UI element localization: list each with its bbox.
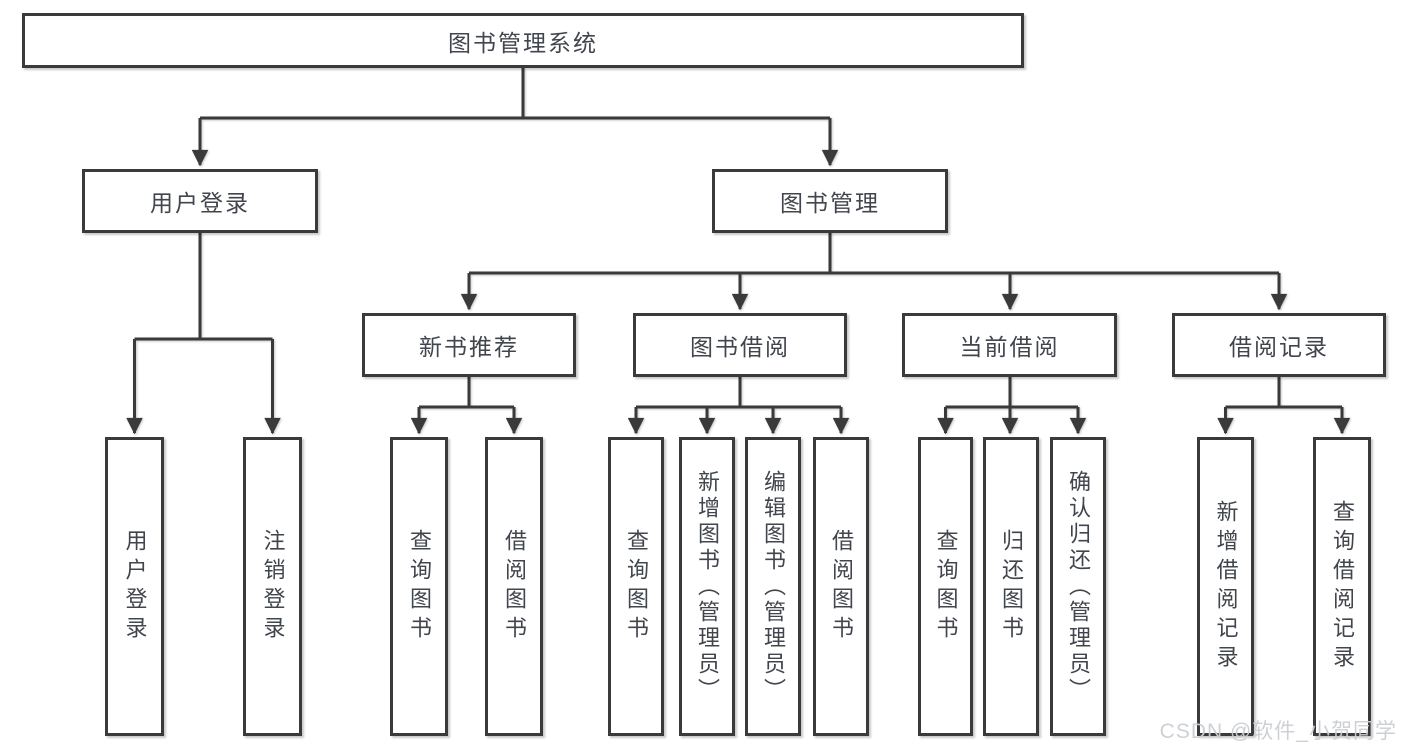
leaf-query-books-1: 查询图书 xyxy=(390,437,448,736)
leaf-query-books-2: 查询图书 xyxy=(608,437,664,736)
leaf-borrow-books-2: 借阅图书 xyxy=(813,437,869,736)
leaf-borrow-books-1: 借阅图书 xyxy=(485,437,543,736)
node-user-login-label: 用户登录 xyxy=(150,190,250,216)
node-current-borrow-label: 当前借阅 xyxy=(959,334,1060,360)
connector-current-borrow-children xyxy=(937,377,1087,435)
leaf-add-books-admin: 新增图书（管理员） xyxy=(679,437,735,736)
node-new-book-recommend: 新书推荐 xyxy=(362,313,576,377)
node-borrow-records: 借阅记录 xyxy=(1172,313,1386,377)
leaf-add-books-admin-label: 新增图书（管理员） xyxy=(695,469,720,704)
node-root-label: 图书管理系统 xyxy=(448,29,598,56)
connector-new-book-children xyxy=(410,377,523,435)
leaf-add-borrow-record: 新增借阅记录 xyxy=(1197,437,1254,736)
connector-root-to-level2 xyxy=(191,68,839,167)
leaf-query-books-1-label: 查询图书 xyxy=(407,528,432,645)
leaf-confirm-return-admin: 确认归还（管理员） xyxy=(1050,437,1106,736)
connector-user-login-children xyxy=(126,233,281,435)
node-borrow-records-label: 借阅记录 xyxy=(1229,334,1329,360)
node-root: 图书管理系统 xyxy=(22,13,1024,68)
node-new-book-recommend-label: 新书推荐 xyxy=(419,334,519,360)
leaf-user-login-label: 用户登录 xyxy=(122,528,148,645)
connector-book-borrow-children xyxy=(627,377,850,435)
connector-book-management-children xyxy=(460,233,1288,311)
leaf-borrow-books-2-label: 借阅图书 xyxy=(829,528,854,645)
leaf-edit-books-admin-label: 编辑图书（管理员） xyxy=(761,469,786,704)
csdn-watermark: CSDN @软件_小贺同学 xyxy=(1159,720,1397,743)
leaf-query-books-3-label: 查询图书 xyxy=(933,528,959,645)
node-book-management: 图书管理 xyxy=(712,169,948,233)
leaf-return-books-label: 归还图书 xyxy=(999,528,1024,645)
leaf-logout: 注销登录 xyxy=(243,437,302,736)
node-user-login: 用户登录 xyxy=(82,169,318,233)
leaf-query-borrow-record-label: 查询借阅记录 xyxy=(1330,499,1355,674)
node-current-borrow: 当前借阅 xyxy=(902,313,1117,377)
leaf-add-borrow-record-label: 新增借阅记录 xyxy=(1213,499,1239,674)
node-book-management-label: 图书管理 xyxy=(780,190,880,216)
node-book-borrow-label: 图书借阅 xyxy=(690,334,790,360)
leaf-logout-label: 注销登录 xyxy=(260,528,286,645)
leaf-query-books-2-label: 查询图书 xyxy=(624,528,649,645)
leaf-user-login: 用户登录 xyxy=(105,437,164,736)
leaf-confirm-return-admin-label: 确认归还（管理员） xyxy=(1066,469,1091,704)
leaf-query-borrow-record: 查询借阅记录 xyxy=(1313,437,1371,736)
connector-borrow-records-children xyxy=(1217,377,1351,435)
leaf-query-books-3: 查询图书 xyxy=(918,437,973,736)
leaf-borrow-books-1-label: 借阅图书 xyxy=(502,528,527,645)
leaf-edit-books-admin: 编辑图书（管理员） xyxy=(745,437,801,736)
leaf-return-books: 归还图书 xyxy=(983,437,1039,736)
node-book-borrow: 图书借阅 xyxy=(633,313,847,377)
